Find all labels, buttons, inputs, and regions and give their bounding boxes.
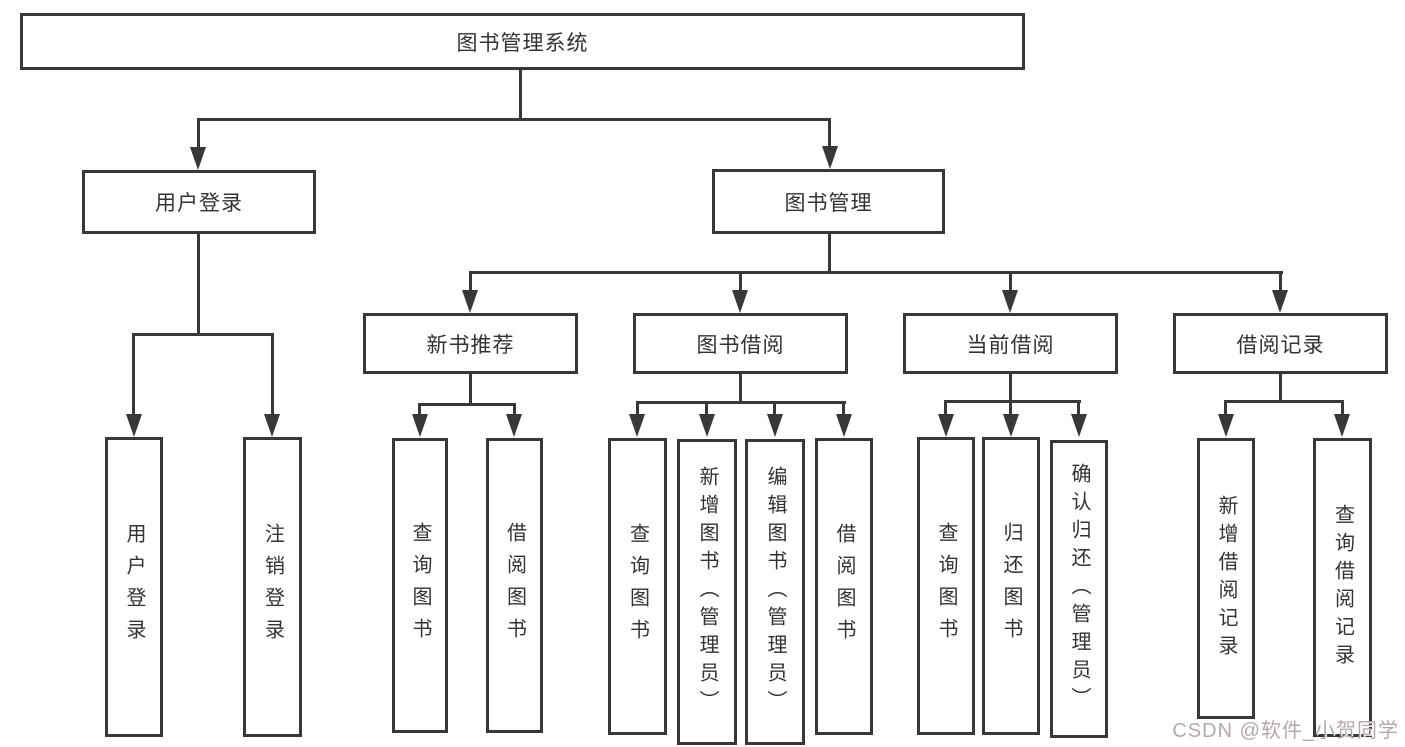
connector-borrow-records-stem bbox=[1279, 372, 1282, 403]
node-new-book-recommend: 新书推荐 bbox=[363, 313, 578, 374]
node-root-label: 图书管理系统 bbox=[456, 31, 589, 55]
connector-drop bbox=[1009, 400, 1012, 416]
leaf-borrow-books-recommend: 借阅图书 bbox=[486, 438, 543, 733]
leaf-add-borrow-record: 新增借阅记录 bbox=[1197, 438, 1255, 719]
connector-book-mgmt-stem bbox=[828, 234, 831, 274]
arrowhead-icon bbox=[1334, 414, 1350, 437]
connector-drop bbox=[1224, 400, 1227, 416]
connector-current-borrow-rail bbox=[944, 400, 1081, 403]
connector-root-stem bbox=[519, 68, 522, 121]
node-book-mgmt: 图书管理 bbox=[712, 169, 945, 234]
leaf-label: 新增借阅记录 bbox=[1215, 494, 1237, 663]
leaf-label: 查询借阅记录 bbox=[1331, 503, 1354, 672]
leaf-logout: 注销登录 bbox=[243, 437, 302, 737]
connector-drop bbox=[842, 401, 845, 416]
arrowhead-icon bbox=[462, 290, 478, 313]
connector-drop-logout bbox=[271, 333, 274, 414]
connector-drop-login bbox=[132, 333, 135, 414]
node-book-borrow: 图书借阅 bbox=[633, 313, 848, 374]
leaf-query-books-recommend: 查询图书 bbox=[392, 438, 448, 733]
arrowhead-icon bbox=[1272, 290, 1288, 313]
csdn-watermark: CSDN @软件_小贺同学 bbox=[1172, 720, 1399, 742]
connector-drop bbox=[636, 401, 639, 416]
arrowhead-icon bbox=[506, 414, 522, 437]
leaf-label: 确认归还（管理员） bbox=[1068, 463, 1090, 715]
leaf-query-borrow-record: 查询借阅记录 bbox=[1313, 438, 1372, 737]
arrowhead-icon bbox=[629, 414, 645, 437]
connector-drop bbox=[705, 401, 708, 416]
connector-user-login-stem bbox=[197, 234, 200, 336]
connector-level2-rail bbox=[197, 118, 831, 121]
connector-drop-new-book bbox=[469, 271, 472, 291]
leaf-label: 查询图书 bbox=[935, 522, 957, 650]
leaf-edit-books-admin: 编辑图书（管理员） bbox=[745, 439, 805, 745]
arrowhead-icon bbox=[699, 414, 715, 437]
node-book-mgmt-label: 图书管理 bbox=[784, 191, 873, 215]
leaf-label: 查询图书 bbox=[626, 522, 649, 651]
connector-drop-book-borrow bbox=[739, 271, 742, 291]
leaf-borrow-books: 借阅图书 bbox=[815, 438, 873, 735]
connector-new-book-rail bbox=[418, 403, 516, 406]
arrowhead-icon bbox=[1218, 414, 1234, 437]
leaf-label: 查询图书 bbox=[409, 521, 431, 650]
leaf-label: 编辑图书（管理员） bbox=[764, 466, 786, 718]
arrowhead-icon bbox=[836, 414, 852, 437]
leaf-return-books: 归还图书 bbox=[982, 437, 1040, 735]
node-book-borrow-label: 图书借阅 bbox=[696, 333, 785, 357]
node-user-login: 用户登录 bbox=[82, 170, 316, 234]
leaf-user-login-label: 用户登录 bbox=[123, 523, 145, 651]
leaf-query-books-borrow: 查询图书 bbox=[608, 438, 667, 735]
leaf-user-login: 用户登录 bbox=[105, 437, 163, 737]
arrowhead-icon bbox=[822, 146, 838, 169]
connector-drop bbox=[418, 403, 421, 417]
arrowhead-icon bbox=[938, 414, 954, 437]
node-new-book-recommend-label: 新书推荐 bbox=[426, 333, 515, 357]
connector-borrow-records-rail bbox=[1224, 400, 1344, 403]
connector-drop-book-mgmt bbox=[828, 118, 831, 150]
leaf-add-books-admin: 新增图书（管理员） bbox=[677, 439, 737, 745]
connector-level3-rail bbox=[469, 271, 1283, 274]
leaf-confirm-return-admin: 确认归还（管理员） bbox=[1050, 440, 1108, 738]
node-root: 图书管理系统 bbox=[20, 13, 1025, 70]
connector-drop bbox=[1077, 400, 1080, 416]
connector-user-login-rail bbox=[132, 333, 274, 336]
connector-new-book-stem bbox=[469, 372, 472, 406]
arrowhead-icon bbox=[732, 290, 748, 313]
connector-book-borrow-rail bbox=[636, 401, 846, 404]
arrowhead-icon bbox=[1003, 414, 1019, 437]
connector-drop bbox=[773, 401, 776, 416]
arrowhead-icon bbox=[1071, 414, 1087, 437]
connector-drop-user-login bbox=[197, 118, 200, 150]
arrowhead-icon bbox=[126, 414, 142, 437]
arrowhead-icon bbox=[412, 414, 428, 437]
node-user-login-label: 用户登录 bbox=[155, 192, 243, 215]
connector-drop bbox=[944, 400, 947, 416]
node-current-borrow-label: 当前借阅 bbox=[966, 333, 1055, 357]
leaf-label: 借阅图书 bbox=[503, 521, 526, 650]
connector-drop-borrow-records bbox=[1279, 271, 1282, 291]
arrowhead-icon bbox=[264, 414, 280, 437]
arrowhead-icon bbox=[767, 414, 783, 437]
connector-book-borrow-stem bbox=[739, 372, 742, 404]
connector-drop-current-borrow bbox=[1009, 271, 1012, 291]
leaf-label: 归还图书 bbox=[1000, 522, 1022, 650]
node-borrow-records: 借阅记录 bbox=[1173, 313, 1388, 374]
arrowhead-icon bbox=[1002, 290, 1018, 313]
arrowhead-icon bbox=[190, 147, 206, 170]
connector-drop bbox=[1341, 400, 1344, 416]
leaf-label: 新增图书（管理员） bbox=[696, 466, 718, 718]
node-current-borrow: 当前借阅 bbox=[903, 313, 1118, 374]
connector-current-borrow-stem bbox=[1009, 372, 1012, 403]
node-borrow-records-label: 借阅记录 bbox=[1236, 333, 1325, 357]
connector-drop bbox=[513, 403, 516, 417]
leaf-query-books-current: 查询图书 bbox=[917, 437, 975, 735]
leaf-logout-label: 注销登录 bbox=[261, 523, 284, 651]
leaf-label: 借阅图书 bbox=[833, 522, 855, 651]
